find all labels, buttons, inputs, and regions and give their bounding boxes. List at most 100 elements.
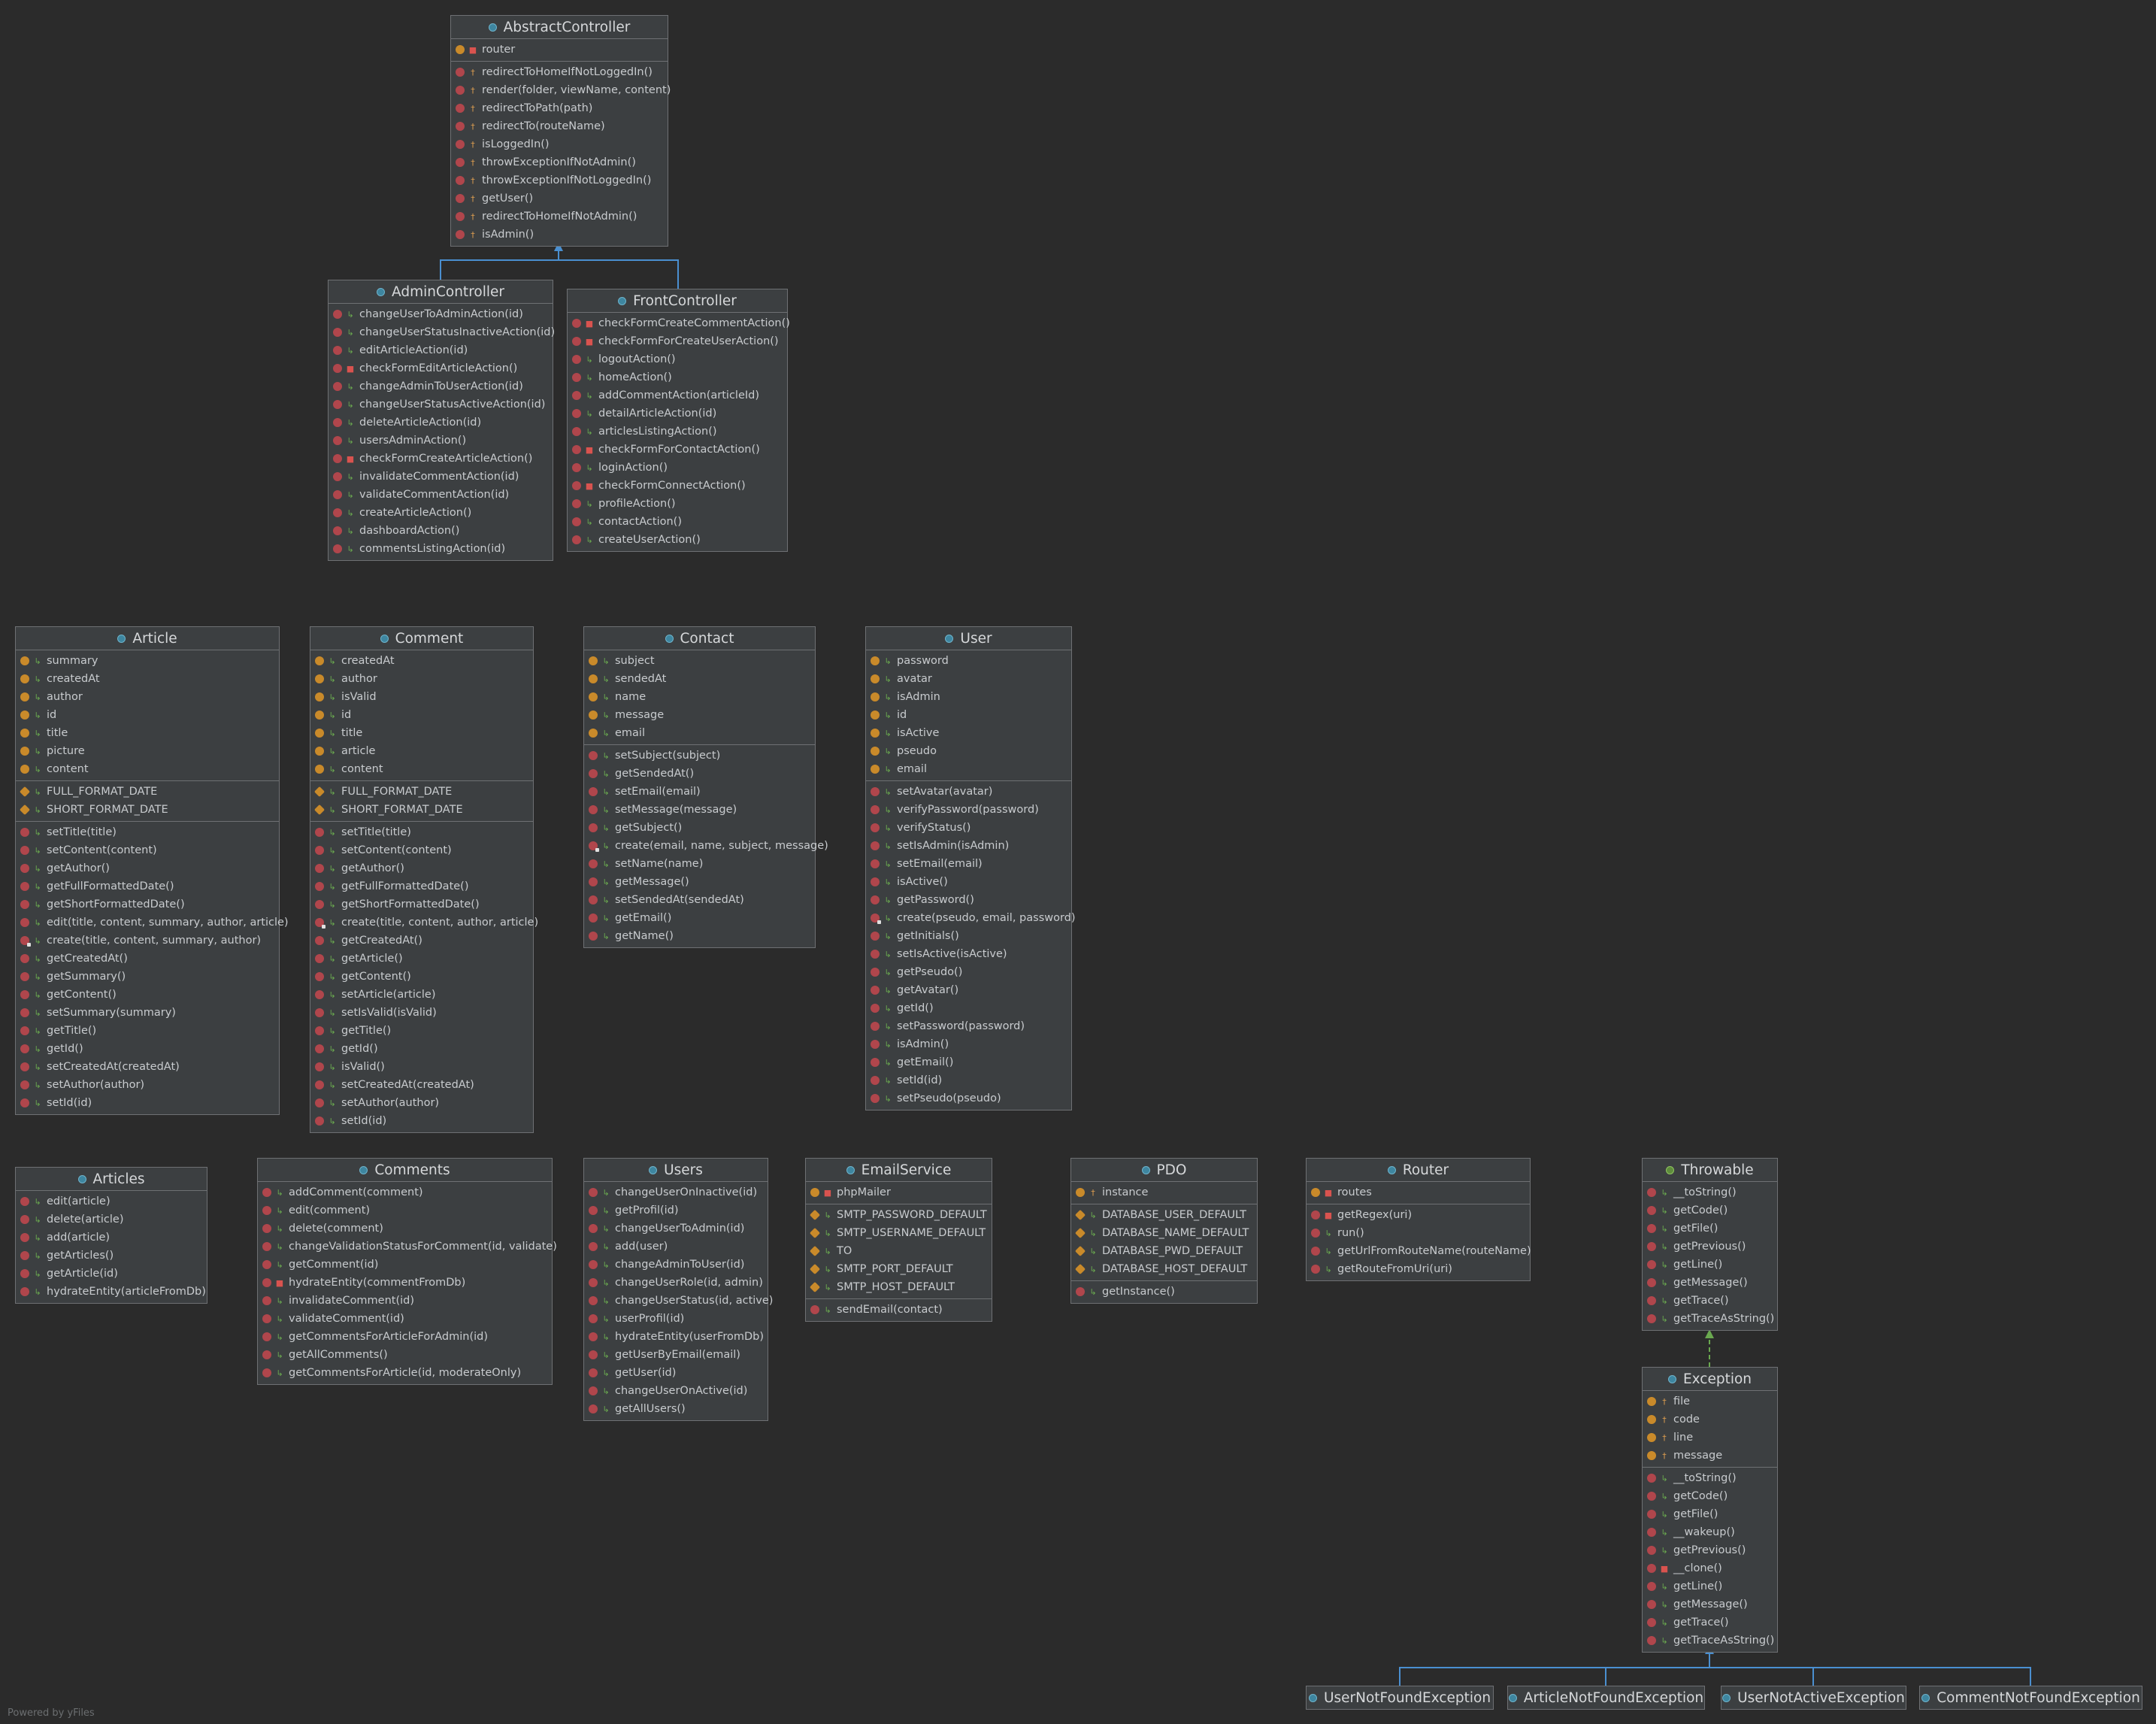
method-row[interactable]: ↳getSubject() [584, 819, 815, 837]
method-row[interactable]: ↳getFullFormattedDate() [310, 877, 533, 895]
method-row[interactable]: ↳changeUserStatus(id, active) [584, 1292, 773, 1310]
method-row[interactable]: ↳setCreatedAt(createdAt) [16, 1058, 279, 1076]
method-row[interactable]: ↳delete(comment) [258, 1220, 552, 1238]
method-row[interactable]: ↳getUrlFromRouteName(routeName) [1307, 1242, 1531, 1260]
field-row[interactable]: ↳createdAt [310, 652, 533, 670]
method-row[interactable]: ↳getTitle() [16, 1022, 279, 1040]
method-row[interactable]: ■checkFormForCreateUserAction() [568, 332, 787, 350]
constant-row[interactable]: ↳SMTP_PASSWORD_DEFAULT [806, 1206, 992, 1224]
field-row[interactable]: †message [1643, 1447, 1777, 1465]
method-row[interactable]: ↳usersAdminAction() [329, 432, 553, 450]
method-row[interactable]: ↳createUserAction() [568, 531, 787, 549]
method-row[interactable]: ↳getComment(id) [258, 1256, 552, 1274]
method-row[interactable]: ↳isAdmin() [866, 1035, 1071, 1053]
constant-row[interactable]: ↳FULL_FORMAT_DATE [310, 783, 533, 801]
method-row[interactable]: ↳getLine() [1643, 1256, 1777, 1274]
method-row[interactable]: ↳getEmail() [584, 909, 815, 927]
constant-row[interactable]: ↳SHORT_FORMAT_DATE [310, 801, 533, 819]
method-row[interactable]: ↳setContent(content) [310, 841, 533, 859]
method-row[interactable]: ↳commentsListingAction(id) [329, 540, 553, 558]
field-row[interactable]: ↳email [866, 760, 1071, 778]
constant-row[interactable]: ↳DATABASE_HOST_DEFAULT [1071, 1260, 1257, 1278]
method-row[interactable]: ↳setId(id) [16, 1094, 279, 1112]
method-row[interactable]: ↳isActive() [866, 873, 1071, 891]
method-row[interactable]: ↳create(email, name, subject, message) [584, 837, 828, 855]
field-row[interactable]: ↳pseudo [866, 742, 1071, 760]
method-row[interactable]: ↳getMessage() [1643, 1274, 1777, 1292]
method-row[interactable]: ■checkFormConnectAction() [568, 477, 787, 495]
class-users[interactable]: Users↳changeUserOnInactive(id)↳getProfil… [583, 1158, 773, 1421]
method-row[interactable]: ↳edit(title, content, summary, author, a… [16, 914, 289, 932]
method-row[interactable]: ↳setTitle(title) [16, 823, 279, 841]
method-row[interactable]: ↳run() [1307, 1224, 1530, 1242]
constant-row[interactable]: ↳TO [806, 1242, 992, 1260]
method-row[interactable]: ↳getPrevious() [1643, 1541, 1777, 1559]
method-row[interactable]: ↳changeUserOnInactive(id) [584, 1183, 768, 1201]
method-row[interactable]: ↳getShortFormattedDate() [16, 895, 279, 914]
method-row[interactable]: ■checkFormEditArticleAction() [329, 359, 553, 377]
field-row[interactable]: ↳id [310, 706, 533, 724]
method-row[interactable]: †getUser() [451, 189, 668, 208]
method-row[interactable]: ↳isValid() [310, 1058, 533, 1076]
method-row[interactable]: ↳getId() [866, 999, 1071, 1017]
field-row[interactable]: ↳content [16, 760, 279, 778]
method-row[interactable]: ↳profileAction() [568, 495, 787, 513]
method-row[interactable]: ↳loginAction() [568, 459, 787, 477]
method-row[interactable]: ↳getEmail() [866, 1053, 1071, 1071]
method-row[interactable]: ↳getRouteFromUri(uri) [1307, 1260, 1530, 1278]
method-row[interactable]: ↳getTrace() [1643, 1613, 1777, 1632]
method-row[interactable]: †throwExceptionIfNotLoggedIn() [451, 171, 668, 189]
method-row[interactable]: ↳invalidateCommentAction(id) [329, 468, 553, 486]
method-row[interactable]: †throwExceptionIfNotAdmin() [451, 153, 668, 171]
class-usernotfoundexception[interactable]: UserNotFoundException [1306, 1686, 1494, 1710]
method-row[interactable]: ↳getTitle() [310, 1022, 533, 1040]
method-row[interactable]: ↳getShortFormattedDate() [310, 895, 533, 914]
method-row[interactable]: ↳getTraceAsString() [1643, 1310, 1777, 1328]
method-row[interactable]: ↳setCreatedAt(createdAt) [310, 1076, 533, 1094]
method-row[interactable]: ↳getAuthor() [310, 859, 533, 877]
method-row[interactable]: ↳getCommentsForArticleForAdmin(id) [258, 1328, 552, 1346]
method-row[interactable]: ↳verifyPassword(password) [866, 801, 1071, 819]
method-row[interactable]: †redirectToPath(path) [451, 99, 668, 117]
field-row[interactable]: ↳avatar [866, 670, 1071, 688]
field-row[interactable]: ↳author [310, 670, 533, 688]
class-throwable[interactable]: Throwable↳__toString()↳getCode()↳getFile… [1642, 1158, 1778, 1331]
method-row[interactable]: ↳setAuthor(author) [16, 1076, 279, 1094]
field-row[interactable]: ■routes [1307, 1183, 1530, 1201]
method-row[interactable]: ↳changeValidationStatusForComment(id, va… [258, 1238, 557, 1256]
field-row[interactable]: †line [1643, 1429, 1777, 1447]
class-abstractcontroller[interactable]: AbstractController■router†redirectToHome… [450, 15, 671, 247]
constant-row[interactable]: ↳SMTP_PORT_DEFAULT [806, 1260, 992, 1278]
class-pdo[interactable]: PDO†instance↳DATABASE_USER_DEFAULT↳DATAB… [1070, 1158, 1258, 1304]
method-row[interactable]: ↳setId(id) [310, 1112, 533, 1130]
method-row[interactable]: ↳changeUserOnActive(id) [584, 1382, 768, 1400]
method-row[interactable]: ↳getFile() [1643, 1220, 1777, 1238]
method-row[interactable]: ↳setSendedAt(sendedAt) [584, 891, 815, 909]
class-comments[interactable]: Comments↳addComment(comment)↳edit(commen… [257, 1158, 557, 1385]
method-row[interactable]: †isAdmin() [451, 226, 668, 244]
method-row[interactable]: ↳setEmail(email) [584, 783, 815, 801]
field-row[interactable]: ↳message [584, 706, 815, 724]
method-row[interactable]: ↳setIsAdmin(isAdmin) [866, 837, 1071, 855]
method-row[interactable]: ■__clone() [1643, 1559, 1777, 1577]
method-row[interactable]: ■getRegex(uri) [1307, 1206, 1530, 1224]
method-row[interactable]: ↳getCreatedAt() [16, 950, 279, 968]
method-row[interactable]: ↳add(article) [16, 1229, 207, 1247]
constant-row[interactable]: ↳FULL_FORMAT_DATE [16, 783, 279, 801]
method-row[interactable]: ↳changeAdminToUserAction(id) [329, 377, 553, 395]
class-articles[interactable]: Articles↳edit(article)↳delete(article)↳a… [15, 1167, 207, 1304]
method-row[interactable]: †redirectToHomeIfNotLoggedIn() [451, 63, 668, 81]
method-row[interactable]: ↳getFile() [1643, 1505, 1777, 1523]
method-row[interactable]: ↳homeAction() [568, 368, 787, 386]
field-row[interactable]: †code [1643, 1410, 1777, 1429]
method-row[interactable]: ■checkFormCreateArticleAction() [329, 450, 553, 468]
class-usernotactiveexception[interactable]: UserNotActiveException [1721, 1686, 1906, 1710]
method-row[interactable]: ↳getPseudo() [866, 963, 1071, 981]
field-row[interactable]: ↳title [16, 724, 279, 742]
method-row[interactable]: ↳userProfil(id) [584, 1310, 768, 1328]
method-row[interactable]: ↳setName(name) [584, 855, 815, 873]
method-row[interactable]: ↳setSubject(subject) [584, 747, 815, 765]
method-row[interactable]: †render(folder, viewName, content) [451, 81, 671, 99]
method-row[interactable]: ↳getFullFormattedDate() [16, 877, 279, 895]
method-row[interactable]: ↳setSummary(summary) [16, 1004, 279, 1022]
